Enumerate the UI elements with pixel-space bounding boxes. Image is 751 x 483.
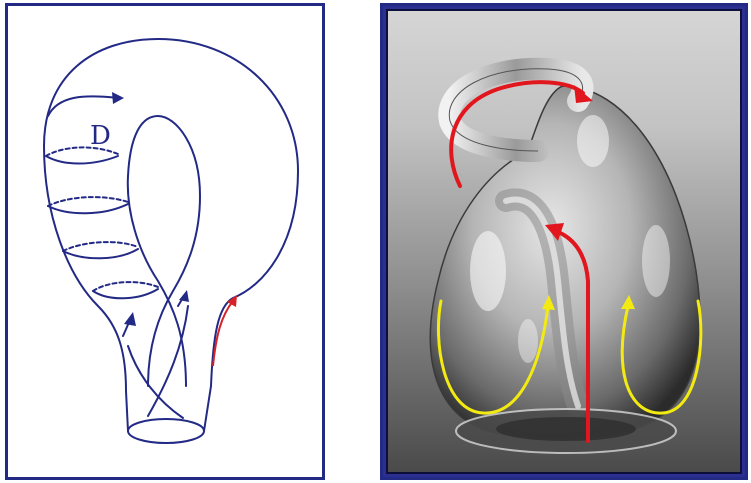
up-arrowhead-left [124, 312, 136, 326]
inner-handle-outline [128, 116, 200, 386]
render-frame [386, 9, 742, 474]
mouth-ellipse [128, 419, 204, 443]
label-d: D [90, 121, 111, 151]
neck-strand-b [148, 306, 188, 416]
ring-3-front [63, 249, 138, 258]
glass-highlight-1 [470, 231, 506, 311]
ring-4-front [93, 289, 158, 298]
neck-left [126, 391, 128, 431]
glass-klein-bottle-render [388, 11, 742, 472]
glass-highlight-4 [518, 319, 538, 363]
klein-bottle-line-drawing: D [8, 6, 322, 477]
ring-2-back [48, 197, 128, 206]
d-arrow-curve [48, 96, 118, 116]
right-render-panel [380, 3, 748, 480]
up-arrowhead-mid [179, 290, 189, 302]
ring-1-front [46, 156, 118, 164]
ring-2-front [48, 204, 128, 213]
left-diagram-panel: D [5, 3, 325, 480]
glass-highlight-2 [642, 225, 670, 297]
glass-highlight-3 [577, 115, 609, 167]
outer-loop-outline [44, 39, 298, 391]
ring-3-back [63, 242, 138, 251]
neck-right [204, 386, 211, 431]
d-arrowhead [112, 92, 124, 104]
red-arrowhead [227, 295, 237, 307]
ring-4-back [93, 282, 158, 291]
